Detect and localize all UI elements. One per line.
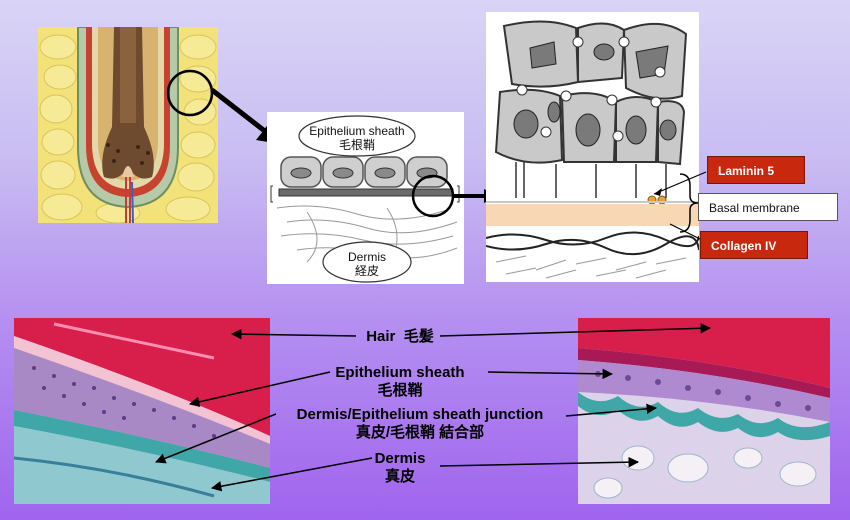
dermis-bottom-label: Dermis 真皮 <box>374 450 426 485</box>
collagen-box: Collagen IV <box>700 231 808 259</box>
epithelium-sheath-label: Epithelium sheath 毛根鞘 <box>335 364 465 399</box>
laminin-box: Laminin 5 <box>707 156 805 184</box>
histology-left <box>14 318 270 504</box>
dermis-ellipse-icon <box>322 241 412 283</box>
junction-label: Dermis/Epithelium sheath junction 真皮/毛根鞘… <box>296 406 544 441</box>
basal-membrane-box: Basal membrane <box>698 193 838 221</box>
pointer-arrows-icon <box>155 323 712 492</box>
follicle-illustration <box>38 27 218 223</box>
cell-detail-illustration <box>486 12 699 282</box>
hair-label: Hair 毛髪 <box>366 328 434 345</box>
sheath-ellipse-icon <box>298 115 416 157</box>
follicle-drawing <box>39 27 217 223</box>
